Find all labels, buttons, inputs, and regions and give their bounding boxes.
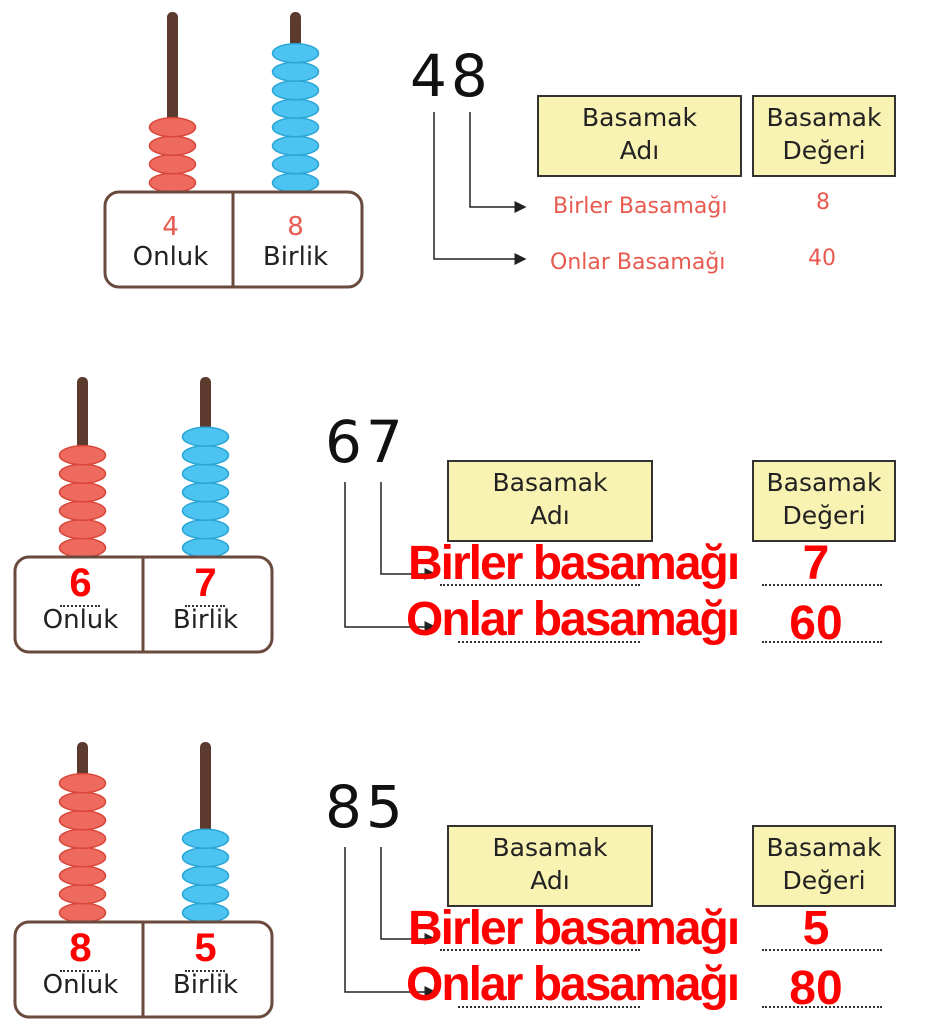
bead: [181, 828, 230, 849]
ones-label: Birlik: [172, 970, 239, 1000]
bead: [271, 43, 320, 64]
abacus-2: 6 Onluk 7 Birlik: [10, 375, 280, 660]
arrows-1: [433, 112, 527, 265]
abacus-3: 8 Onluk 5 Birlik: [10, 740, 280, 1020]
bead: [181, 426, 230, 447]
ones-row-name: Birler basamağı: [408, 537, 740, 590]
tens-digit: 4: [162, 212, 179, 242]
abacus-1: 4 Onluk 8 Birlik: [100, 10, 370, 295]
ones-row-value: 7: [802, 537, 830, 590]
tens-row-name: Onlar basamağı: [406, 958, 740, 1011]
tens-digit: 8: [69, 926, 92, 970]
tens-label: Onluk: [42, 970, 119, 1000]
ones-row-name: Birler basamağı: [408, 902, 740, 955]
bead: [58, 445, 107, 466]
ones-row-value: 8: [816, 190, 830, 215]
tens-row-name: Onlar basamağı: [406, 593, 740, 646]
ones-row-value: 5: [802, 902, 830, 955]
tens-row-value: 60: [789, 597, 843, 650]
ones-digit: 8: [287, 212, 304, 242]
tens-label: Onluk: [132, 242, 209, 272]
number-85: 85: [325, 773, 407, 841]
ones-digit: 7: [194, 561, 217, 605]
bead: [58, 773, 107, 794]
ones-label: Birlik: [262, 242, 329, 272]
number-48: 48: [410, 42, 492, 110]
tens-label: Onluk: [42, 605, 119, 635]
ones-digit: 5: [194, 926, 217, 970]
ones-row-name: Birler Basamağı: [553, 194, 728, 219]
tens-row-value: 40: [808, 246, 836, 271]
tens-row-name: Onlar Basamağı: [550, 250, 726, 275]
tens-row-value: 80: [789, 962, 843, 1015]
tens-digit: 6: [69, 561, 92, 605]
bead: [148, 117, 197, 138]
number-67: 67: [325, 408, 407, 476]
ones-label: Birlik: [172, 605, 239, 635]
